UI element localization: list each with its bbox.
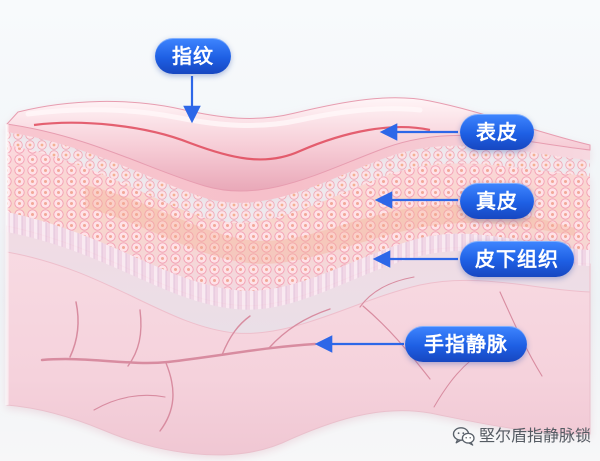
finger-vein-label: 手指静脉 xyxy=(405,326,527,362)
vein-branch-10 xyxy=(93,394,166,411)
pointer-arrows xyxy=(183,76,458,353)
finger-vein-network xyxy=(40,276,543,432)
dermis-label: 真皮 xyxy=(460,183,534,219)
dermis-warm-glow xyxy=(85,185,575,264)
fingerprint-top-surface xyxy=(5,97,591,192)
vein-branch-5 xyxy=(268,308,331,349)
wechat-icon xyxy=(452,427,475,446)
surface-highlight xyxy=(25,106,423,129)
skin-block xyxy=(5,97,591,456)
vein-branch-7 xyxy=(359,276,415,308)
epidermis-layer-top xyxy=(7,124,590,203)
watermark: 堅尔盾指静脉锁 xyxy=(452,424,598,448)
epidermis-label: 表皮 xyxy=(460,114,534,150)
vein-branch-3 xyxy=(159,362,174,432)
vein-branch-2 xyxy=(127,309,142,367)
vein-branch-6 xyxy=(362,305,431,380)
main-vein xyxy=(40,342,317,365)
fingerprint-ridge-line xyxy=(33,121,431,161)
subcutaneous-stripes xyxy=(7,212,590,310)
subcutaneous-tissue-label: 皮下组织 xyxy=(460,241,574,277)
fingerprint-label: 指纹 xyxy=(155,38,231,74)
epidermis-cell-band xyxy=(7,132,590,223)
vein-branch-4 xyxy=(221,315,251,356)
dermis-cell-pattern xyxy=(7,145,590,291)
vein-branch-1 xyxy=(69,301,79,358)
watermark-text: 堅尔盾指静脉锁 xyxy=(479,426,592,445)
